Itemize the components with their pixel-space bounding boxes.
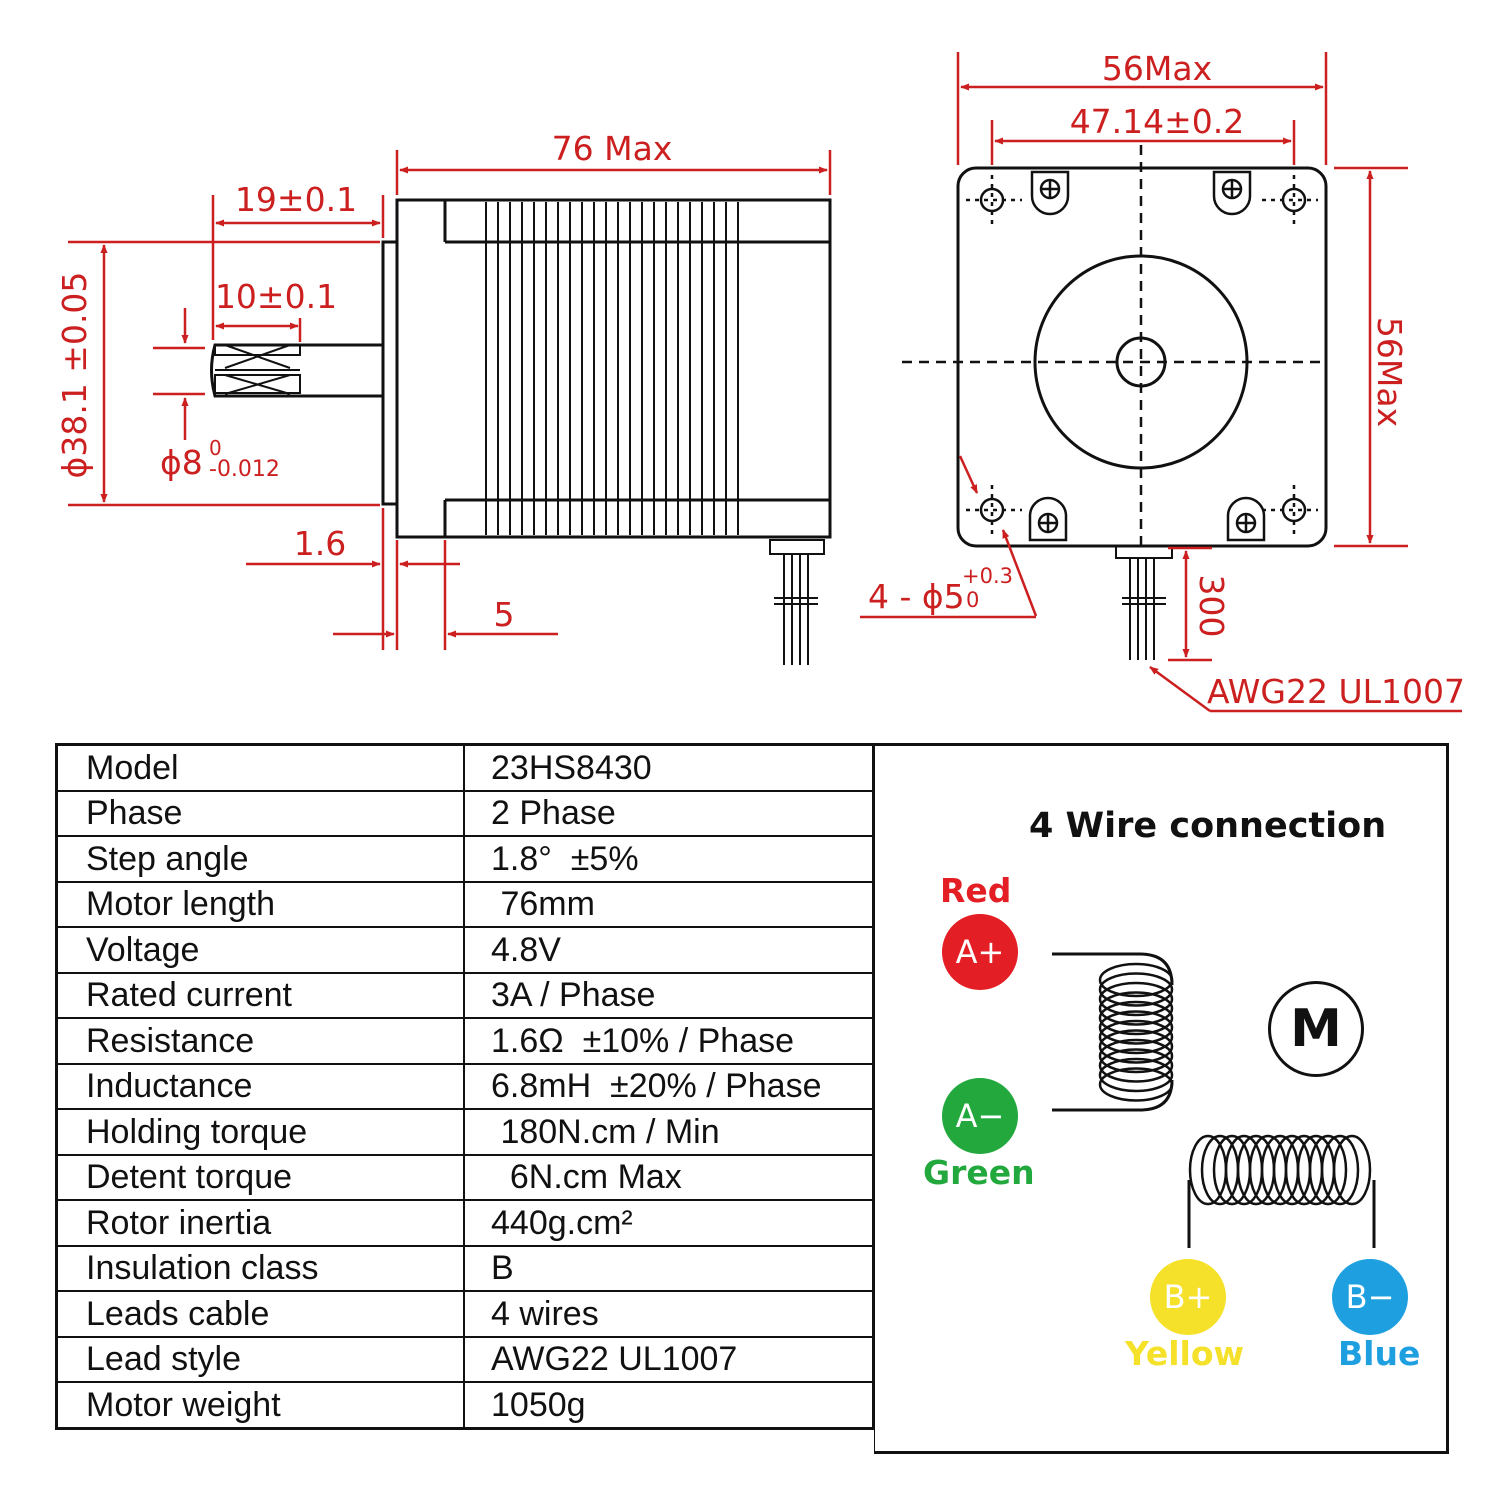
coil-b: [1188, 1134, 1372, 1206]
spec-row: Detent torque 6N.cm Max: [55, 1153, 875, 1201]
dim-holes: 4 - ϕ5: [868, 577, 965, 616]
spec-label: Step angle: [55, 835, 465, 883]
dim-wire-spec: AWG22 UL1007: [1207, 672, 1465, 711]
motor-dimension-drawing: 76 Max 19±0.1 10±0.1 ϕ38.1 ±0.05 ϕ8 0 -0…: [55, 49, 1465, 713]
spec-value: 1050g: [463, 1381, 875, 1429]
mounting-holes: [979, 187, 1307, 523]
dim-height-max: 56Max: [1370, 317, 1409, 427]
spec-value: 1.8° ±5%: [463, 835, 875, 883]
spec-value: 76mm: [463, 880, 875, 928]
dim-flange-thickness: 1.6: [294, 524, 346, 563]
mounting-hole: [979, 187, 1005, 213]
motor-symbol: M: [1268, 981, 1364, 1077]
front-view-dimension-text: 56Max 47.14±0.2 56Max 4 - ϕ5 +0.3 0 300 …: [868, 49, 1465, 711]
label-green: Green: [923, 1153, 1035, 1192]
side-view-dimension-lines: [68, 150, 832, 650]
spec-label: Voltage: [55, 926, 465, 974]
label-yellow: Yellow: [1125, 1334, 1245, 1373]
dim-holes-tol-upper: +0.3: [962, 564, 1013, 588]
dim-shaft-diameter: ϕ8: [160, 443, 203, 482]
spec-value: 23HS8430: [463, 743, 875, 792]
spec-value: 6N.cm Max: [463, 1153, 875, 1201]
spec-label: Motor weight: [55, 1381, 465, 1429]
dim-width-max: 56Max: [1102, 49, 1212, 88]
side-view-wires: [774, 554, 818, 665]
spec-value: 3A / Phase: [463, 971, 875, 1019]
dim-holes-tol-lower: 0: [966, 588, 979, 612]
spec-label: Model: [55, 743, 465, 792]
spec-label: Resistance: [55, 1017, 465, 1065]
mounting-hole: [1281, 187, 1307, 213]
spec-value: 180N.cm / Min: [463, 1108, 875, 1156]
spec-value: 2 Phase: [463, 789, 875, 837]
screw-bosses: [1028, 170, 1266, 542]
mounting-hole: [1281, 497, 1307, 523]
spec-value: AWG22 UL1007: [463, 1335, 875, 1383]
dim-flange-diameter: ϕ38.1 ±0.05: [55, 272, 94, 479]
dim-shaft-tol-lower: -0.012: [209, 457, 280, 482]
dim-shaft-tol-upper: 0: [209, 436, 222, 460]
terminal-a-minus: A−: [942, 1078, 1018, 1154]
terminal-b-minus: B−: [1332, 1259, 1408, 1335]
spec-label: Phase: [55, 789, 465, 837]
dim-length: 76 Max: [552, 129, 673, 168]
spec-value: 1.6Ω ±10% / Phase: [463, 1017, 875, 1065]
spec-label: Inductance: [55, 1062, 465, 1110]
spec-label: Lead style: [55, 1335, 465, 1383]
spec-value: 4.8V: [463, 926, 875, 974]
dim-hole-spacing: 47.14±0.2: [1070, 102, 1245, 141]
terminal-a-plus: A+: [942, 914, 1018, 990]
spec-label: Holding torque: [55, 1108, 465, 1156]
side-view-outline: [210, 198, 832, 555]
spec-value: 440g.cm²: [463, 1199, 875, 1247]
spec-value: B: [463, 1244, 875, 1292]
label-blue: Blue: [1338, 1334, 1421, 1373]
dim-lead-length: 300: [1192, 575, 1231, 638]
side-view-fins: [485, 202, 739, 535]
spec-value: 4 wires: [463, 1290, 875, 1338]
mounting-hole: [979, 497, 1005, 523]
spec-label: Rotor inertia: [55, 1199, 465, 1247]
front-view-wires: [1122, 558, 1166, 660]
dim-body-offset: 5: [494, 595, 515, 634]
dim-shaft-length: 19±0.1: [235, 180, 357, 219]
front-view-dimension-lines: [860, 52, 1462, 713]
coil-a: [1098, 962, 1174, 1102]
label-red: Red: [940, 871, 1012, 910]
front-view-centerlines: [902, 145, 1326, 548]
spec-label: Insulation class: [55, 1244, 465, 1292]
spec-label: Leads cable: [55, 1290, 465, 1338]
spec-label: Detent torque: [55, 1153, 465, 1201]
spec-value: 6.8mH ±20% / Phase: [463, 1062, 875, 1110]
spec-row: Motor length 76mm: [55, 880, 875, 928]
spec-label: Motor length: [55, 880, 465, 928]
spec-label: Rated current: [55, 971, 465, 1019]
wiring-panel: [874, 743, 1449, 1454]
wiring-title: 4 Wire connection: [1029, 806, 1387, 846]
terminal-b-plus: B+: [1150, 1259, 1226, 1335]
side-view-dimension-text: 76 Max 19±0.1 10±0.1 ϕ38.1 ±0.05 ϕ8 0 -0…: [55, 129, 672, 634]
dim-flat-length: 10±0.1: [215, 277, 337, 316]
spec-row: Holding torque 180N.cm / Min: [55, 1108, 875, 1156]
